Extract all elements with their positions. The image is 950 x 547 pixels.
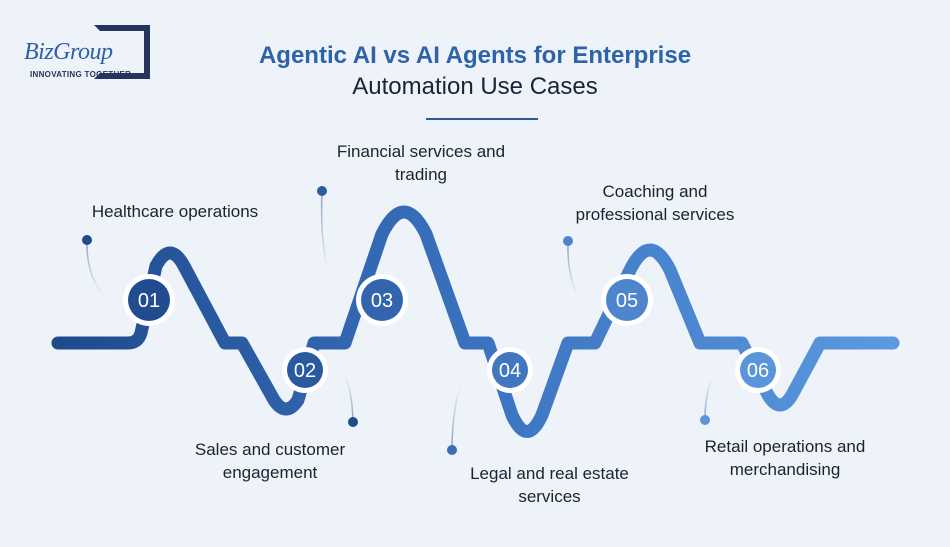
node-04-number: 04 — [499, 360, 521, 382]
node-02: 02 — [282, 347, 328, 393]
leader-01 — [82, 235, 105, 297]
page-title: Agentic AI vs AI Agents for Enterprise — [258, 42, 692, 69]
step-06-label: Retail operations and merchandising — [704, 437, 866, 479]
page-subtitle: Automation Use Cases — [352, 73, 598, 100]
logo-tagline: INNOVATING TOGETHER — [30, 70, 132, 79]
wave-path — [51, 205, 900, 438]
node-01: 01 — [123, 274, 175, 326]
bizgroup-logo: BizGroup INNOVATING TOGETHER — [22, 25, 157, 83]
leader-02 — [344, 375, 358, 427]
leader-05 — [563, 236, 579, 297]
step-01-label: Healthcare operations — [91, 202, 259, 221]
leader-06 — [700, 377, 713, 425]
node-03: 03 — [356, 274, 408, 326]
node-01-number: 01 — [138, 290, 160, 312]
node-05-number: 05 — [616, 290, 638, 312]
logo-frame — [94, 25, 150, 79]
step-02-label: Sales and customer engagement — [194, 440, 346, 482]
step-05-label: Coaching and professional services — [575, 182, 735, 224]
title-divider — [426, 118, 538, 120]
node-04: 04 — [487, 347, 533, 393]
step-04-label: Legal and real estate services — [470, 464, 629, 506]
node-06-number: 06 — [747, 360, 769, 382]
step-03-label: Financial services and trading — [336, 142, 506, 184]
node-03-number: 03 — [371, 290, 393, 312]
leader-03 — [317, 186, 329, 271]
node-02-number: 02 — [294, 360, 316, 382]
node-06: 06 — [735, 347, 781, 393]
logo-brand: BizGroup — [24, 39, 113, 65]
leader-04 — [447, 384, 461, 455]
node-05: 05 — [601, 274, 653, 326]
